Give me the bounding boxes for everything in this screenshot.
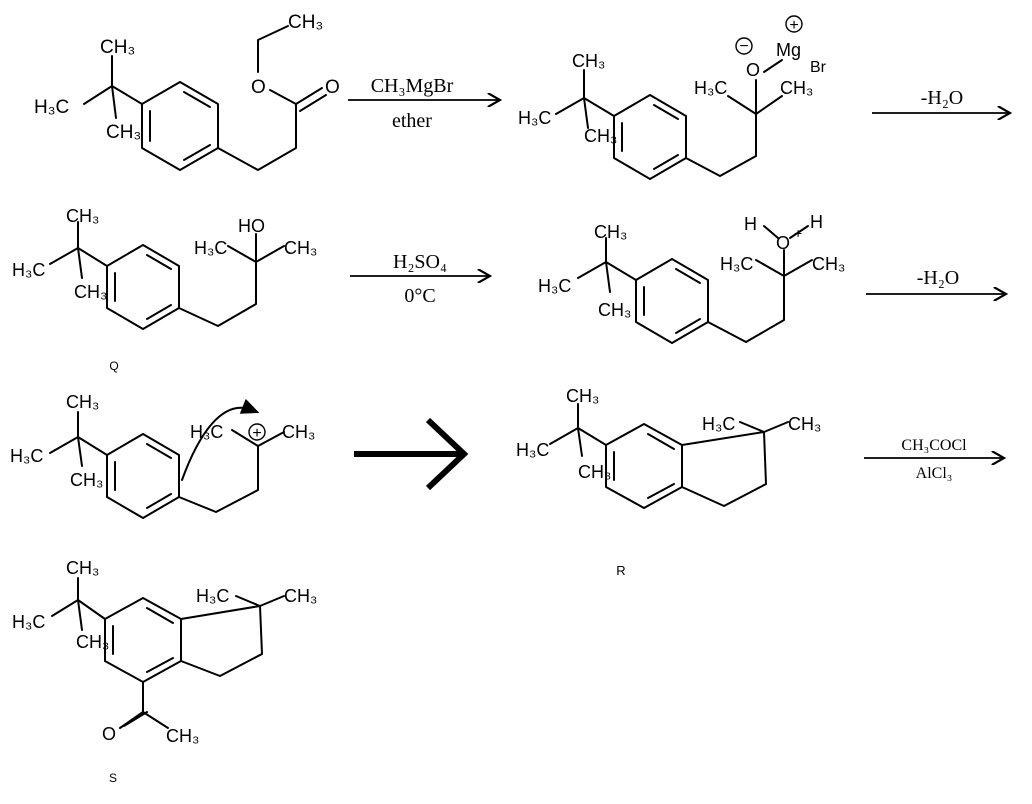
step4-reagent-above: -H₂O — [917, 267, 960, 289]
q-ch3-quat-label: CH₃ — [284, 238, 317, 258]
positive-charge-circle — [785, 15, 803, 33]
compound-r-bonds — [549, 403, 789, 509]
step1-reagent-above: CH₃MgBr — [371, 75, 454, 97]
oxonium-h1-label: H — [744, 214, 757, 234]
oxonium-ch3-low-label: CH₃ — [598, 300, 631, 320]
negative-charge-sign: − — [739, 38, 748, 55]
compound-s-bonds — [51, 577, 285, 729]
carbocation-charge-sign: + — [252, 425, 261, 442]
grignard-h3c-left-label: H₃C — [518, 108, 551, 128]
step1-reagent-below: ether — [392, 110, 432, 132]
grignard-ch3-low-label: CH₃ — [584, 126, 617, 146]
step3-reagent-above: H₂SO₄ — [393, 251, 447, 273]
positive-charge-sign: + — [789, 17, 798, 34]
step3-reagent-below: 0°C — [404, 285, 435, 307]
step6-reagent-below: AlCl₃ — [916, 465, 953, 482]
step5-bold-arrow — [354, 417, 469, 491]
r-h3c-left-label: H₃C — [516, 440, 549, 460]
grignard-ch3-top-label: CH₃ — [572, 51, 605, 71]
q-h3c-left-label: H₃C — [12, 260, 45, 280]
grignard-h3c-quat-label: H₃C — [694, 78, 727, 98]
compound-q-structure: CH₃ H₃C CH₃ HO H₃C CH₃ Q — [12, 206, 317, 373]
q-ho-label: HO — [238, 216, 265, 236]
step6-arrow-group: CH₃COCl AlCl₃ — [864, 437, 1004, 482]
s-ch3-ring-label: CH₃ — [284, 586, 317, 606]
oxonium-h2-label: H — [810, 212, 823, 232]
grignard-ch3-quat-label: CH₃ — [780, 78, 813, 98]
r-ch3-low-label: CH₃ — [578, 462, 611, 482]
r-ch3-top-label: CH₃ — [566, 386, 599, 406]
ester-h3c-left-label: H₃C — [34, 97, 69, 118]
ester-o-carbonyl-label: O — [325, 77, 340, 98]
s-compound-name: S — [109, 771, 117, 785]
ester-ch3-low-label: CH₃ — [106, 122, 141, 143]
oxonium-ch3-top-label: CH₃ — [594, 222, 627, 242]
compound-q-bonds — [49, 221, 285, 330]
step3-arrow-group: H₂SO₄ 0°C — [350, 251, 490, 307]
q-ch3-top-label: CH₃ — [66, 206, 99, 226]
carb-ch3-low-label: CH₃ — [70, 470, 103, 490]
grignard-adduct-structure: CH₃ H₃C CH₃ O Mg Br H₃C CH₃ − + — [518, 15, 827, 180]
q-h3c-quat-label: H₃C — [194, 238, 227, 258]
carbocation-bonds — [49, 398, 285, 519]
carb-h3c-left-label: H₃C — [10, 446, 43, 466]
oxonium-h3c-quat-label: H₃C — [720, 254, 753, 274]
s-h3c-ring-label: H₃C — [196, 586, 229, 606]
carb-ch3-top-label: CH₃ — [66, 392, 99, 412]
s-ch3-top-label: CH₃ — [66, 558, 99, 578]
s-o-acetyl-label: O — [102, 724, 116, 744]
step2-reagent-above: -H₂O — [921, 87, 964, 109]
grignard-o-label: O — [746, 60, 760, 80]
step1-arrow-group: CH₃MgBr ether — [348, 75, 500, 132]
carbocation-structure: CH₃ H₃C CH₃ H₃C CH₃ + — [10, 392, 315, 519]
oxonium-h3c-left-label: H₃C — [538, 276, 571, 296]
ester-bonds — [83, 25, 327, 171]
r-ch3-ring-label: CH₃ — [788, 414, 821, 434]
step2-arrow-group: -H₂O — [872, 87, 1010, 113]
step6-reagent-above: CH₃COCl — [901, 437, 967, 454]
carb-ch3-quat-label: CH₃ — [282, 422, 315, 442]
oxonium-plus-label: + — [794, 225, 802, 241]
step4-arrow-group: -H₂O — [866, 267, 1006, 294]
carb-h3c-quat-label: H₃C — [190, 422, 223, 442]
oxonium-structure: CH₃ H₃C CH₃ H O + H H₃C CH₃ — [538, 212, 845, 344]
grignard-adduct-bonds — [555, 59, 783, 180]
oxonium-o-label: O — [776, 233, 790, 253]
carbocation-charge-circle — [248, 423, 266, 441]
compound-s-structure: CH₃ H₃C CH₃ H₃C CH₃ O CH₃ S — [12, 558, 317, 785]
r-compound-name: R — [616, 563, 625, 578]
oxonium-ch3-quat-label: CH₃ — [812, 254, 845, 274]
ester-o-ether-label: O — [251, 77, 266, 98]
s-h3c-left-label: H₃C — [12, 612, 45, 632]
ester-ch3-top-label: CH₃ — [100, 37, 135, 58]
curved-arrow — [181, 398, 260, 481]
negative-charge-circle — [735, 37, 753, 55]
grignard-br-label: Br — [810, 59, 827, 76]
q-compound-name: Q — [109, 359, 118, 373]
q-ch3-low-label: CH₃ — [74, 282, 107, 302]
ester-ch3-ethyl-label: CH₃ — [288, 12, 323, 33]
s-ch3-low-label: CH₃ — [76, 632, 109, 652]
s-ch3-acetyl-label: CH₃ — [166, 726, 199, 746]
oxonium-bonds — [577, 225, 813, 344]
ester-structure: CH₃ H₃C CH₃ O O CH₃ — [34, 12, 340, 171]
compound-r-structure: CH₃ H₃C CH₃ H₃C CH₃ R — [516, 386, 821, 578]
r-h3c-ring-label: H₃C — [702, 414, 735, 434]
grignard-mg-label: Mg — [776, 40, 801, 60]
